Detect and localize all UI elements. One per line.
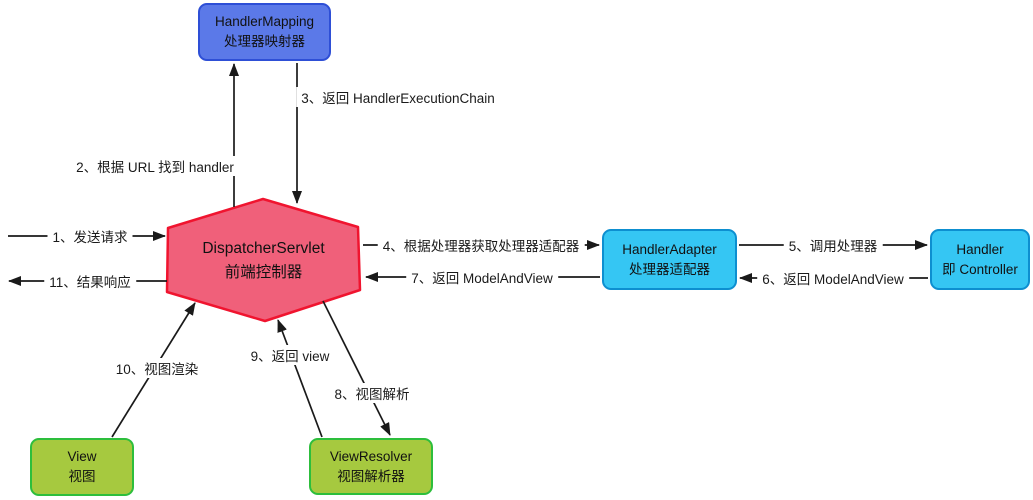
arrow-9-return-view xyxy=(277,319,323,438)
handler-adapter-subtitle: 处理器适配器 xyxy=(629,261,710,277)
edge-label-11: 11、结果响应 xyxy=(44,271,136,291)
view-resolver-subtitle: 视图解析器 xyxy=(337,468,405,484)
view-title: View xyxy=(67,449,97,465)
dispatcher-servlet-node: DispatcherServlet 前端控制器 xyxy=(167,199,360,322)
dispatcher-servlet-subtitle: 前端控制器 xyxy=(224,263,303,281)
view-resolver-title: ViewResolver xyxy=(329,448,413,464)
view-resolver-node: ViewResolver 视图解析器 xyxy=(309,438,433,495)
handler-subtitle: 即 Controller xyxy=(942,261,1018,277)
handler-adapter-title: HandlerAdapter xyxy=(622,241,717,257)
arrow-8-resolve-view xyxy=(322,300,391,436)
dispatcher-servlet-hexagon xyxy=(165,197,362,323)
handler-mapping-subtitle: 处理器映射器 xyxy=(224,34,305,49)
edge-label-1: 1、发送请求 xyxy=(47,226,133,246)
edge-label-10: 10、视图渲染 xyxy=(110,358,204,378)
edge-label-7: 7、返回 ModelAndView xyxy=(406,267,558,287)
edge-label-8: 8、视图解析 xyxy=(329,383,415,403)
handler-node: Handler 即 Controller xyxy=(930,229,1030,290)
edge-label-2: 2、根据 URL 找到 handler xyxy=(71,156,239,176)
edge-label-5: 5、调用处理器 xyxy=(783,235,883,255)
dispatcher-servlet-title: DispatcherServlet xyxy=(202,240,325,258)
edge-label-4: 4、根据处理器获取处理器适配器 xyxy=(377,235,585,255)
handler-mapping-node: HandlerMapping 处理器映射器 xyxy=(198,3,331,61)
handler-title: Handler xyxy=(956,241,1004,257)
view-node: View 视图 xyxy=(30,438,134,496)
edge-label-3: 3、返回 HandlerExecutionChain xyxy=(296,87,500,107)
view-subtitle: 视图 xyxy=(68,469,96,484)
edge-label-6: 6、返回 ModelAndView xyxy=(757,268,909,288)
handler-adapter-node: HandlerAdapter 处理器适配器 xyxy=(602,229,737,290)
handler-mapping-title: HandlerMapping xyxy=(214,14,315,30)
edge-label-9: 9、返回 view xyxy=(245,345,335,365)
